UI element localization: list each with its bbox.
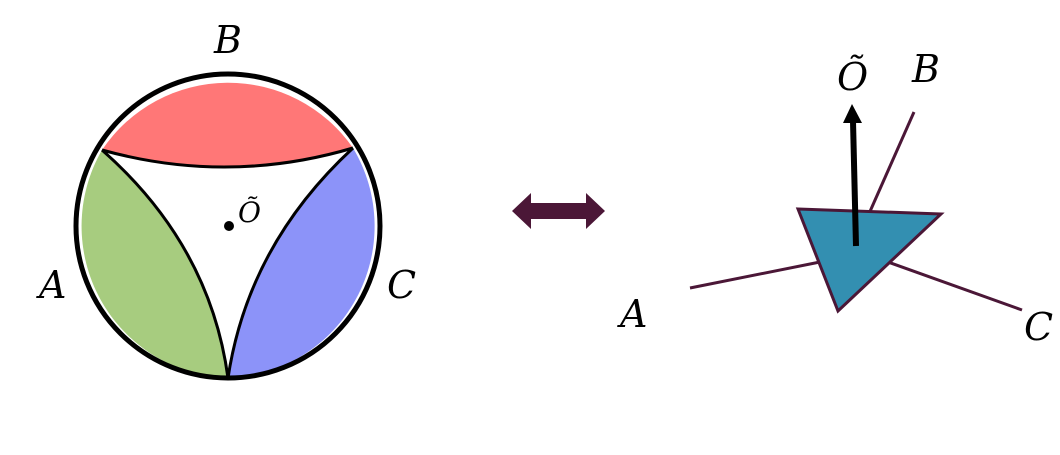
double-arrow-icon	[512, 193, 605, 229]
left-region-a	[81, 150, 228, 378]
center-region	[102, 148, 353, 378]
double-arrow-shape	[512, 193, 605, 229]
label-b-top: B	[213, 18, 242, 62]
right-region-c	[228, 148, 375, 378]
label-c-right: C	[387, 263, 416, 307]
outer-circle	[73, 71, 383, 381]
leg-c	[887, 260, 1023, 312]
vector-arrowhead	[843, 104, 862, 123]
leg-b	[862, 111, 916, 226]
top-region-b	[102, 82, 353, 168]
label-c-leg: C	[1024, 305, 1053, 349]
leg-a	[689, 258, 831, 290]
label-a-left: A	[36, 263, 66, 307]
o-tilde-vector	[850, 120, 859, 247]
label-a-leg: A	[617, 292, 647, 336]
triangle	[795, 207, 945, 314]
label-b-leg: B	[911, 47, 940, 91]
center-point	[224, 221, 234, 231]
label-o-tilde-vector: Õ	[837, 55, 868, 99]
right-diagram: Õ B A C	[617, 47, 1053, 349]
left-diagram: B A C Õ	[36, 18, 416, 381]
label-o-tilde-center: Õ	[238, 196, 261, 229]
boundary-curves	[101, 146, 355, 379]
